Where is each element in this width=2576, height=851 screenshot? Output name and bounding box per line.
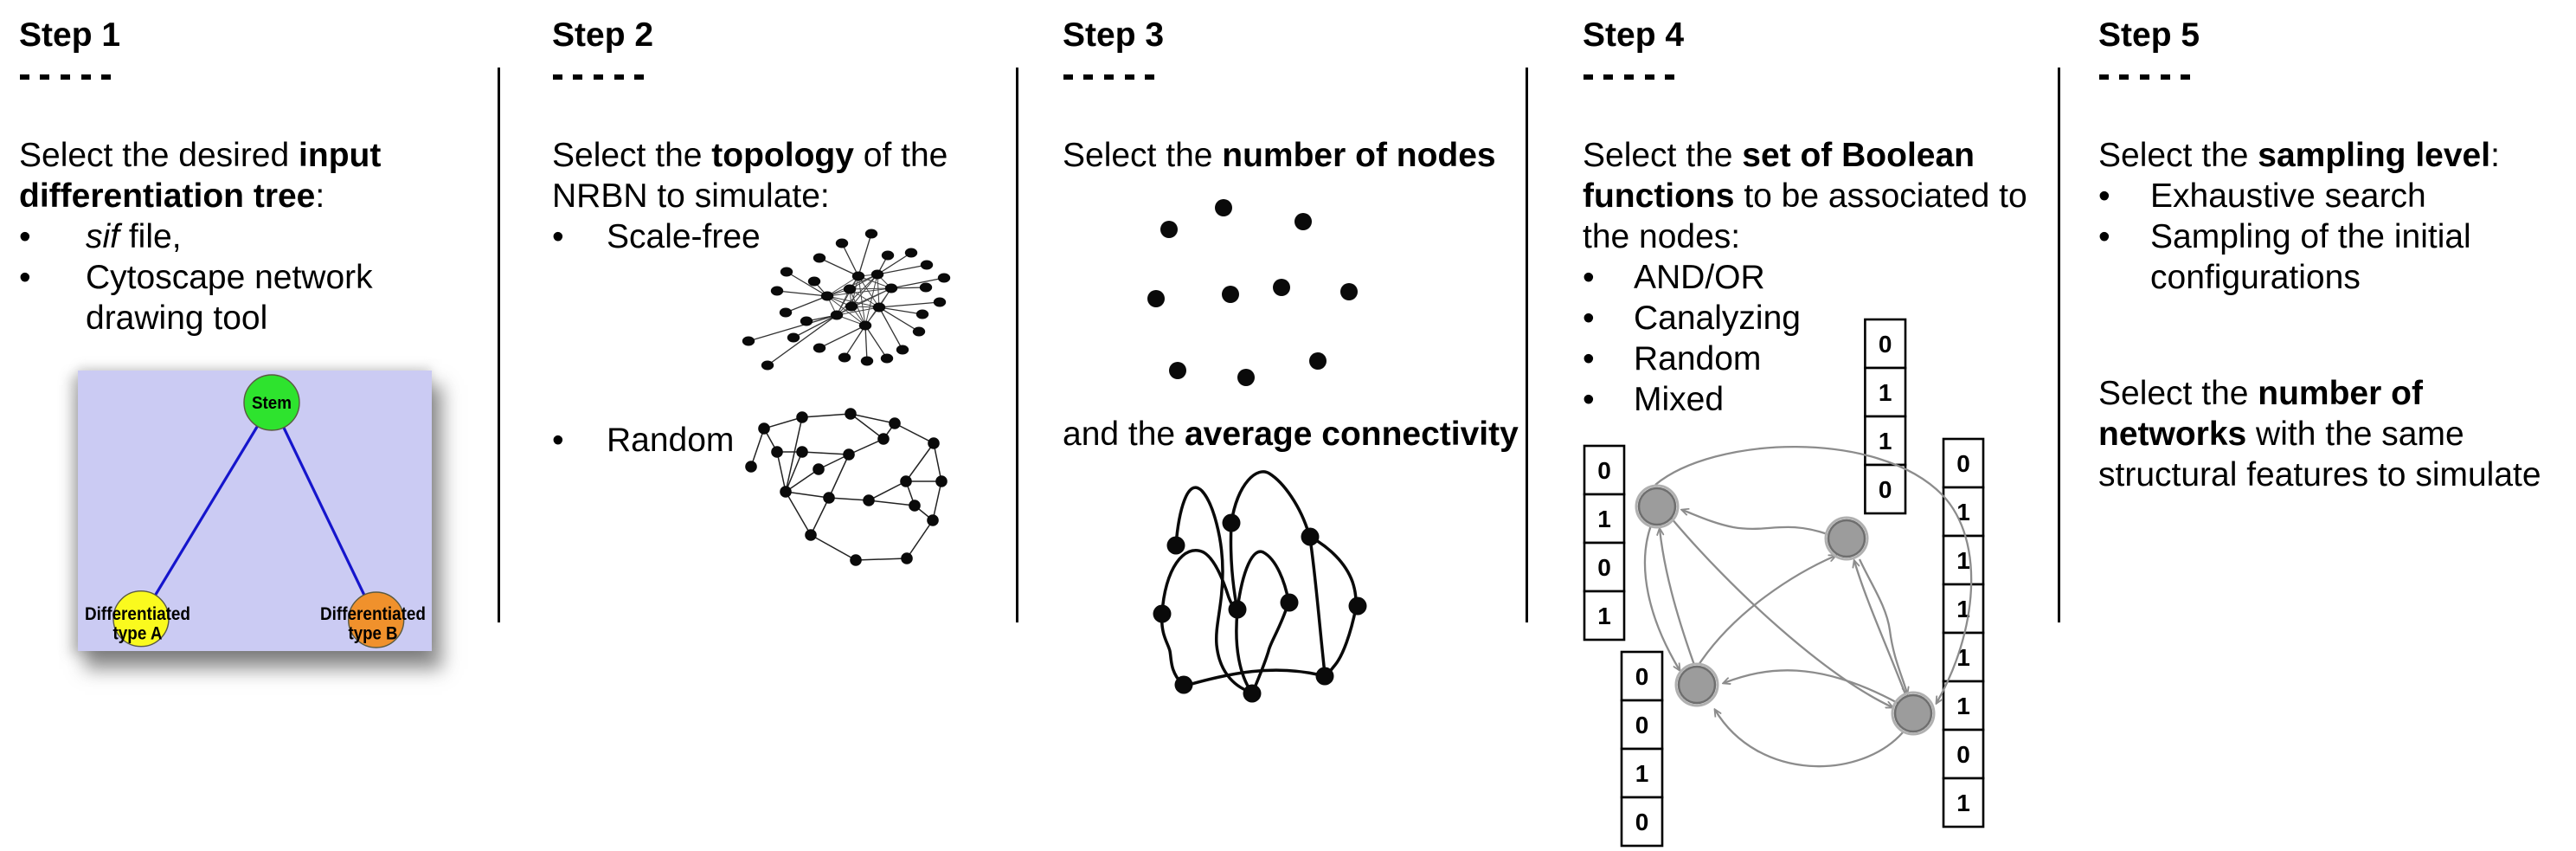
svg-text:1: 1 (1597, 603, 1611, 629)
svg-text:0: 0 (1956, 741, 1970, 768)
svg-text:0: 0 (1635, 809, 1649, 835)
svg-text:1: 1 (1879, 428, 1892, 455)
svg-text:1: 1 (1879, 379, 1892, 406)
svg-text:type B: type B (349, 624, 398, 644)
svg-text:1: 1 (1597, 506, 1611, 532)
svg-text:0: 0 (1635, 663, 1649, 690)
svg-text:1: 1 (1635, 760, 1649, 787)
svg-text:1: 1 (1956, 644, 1970, 671)
svg-text:1: 1 (1956, 596, 1970, 622)
svg-text:0: 0 (1879, 331, 1892, 358)
svg-text:0: 0 (1956, 450, 1970, 477)
svg-text:1: 1 (1956, 547, 1970, 574)
svg-text:0: 0 (1879, 476, 1892, 503)
svg-text:1: 1 (1956, 693, 1970, 719)
svg-text:0: 0 (1597, 457, 1611, 484)
svg-text:1: 1 (1956, 499, 1970, 525)
svg-text:type A: type A (113, 624, 163, 644)
svg-text:Differentiated: Differentiated (320, 604, 426, 624)
svg-text:0: 0 (1597, 554, 1611, 581)
svg-text:0: 0 (1635, 712, 1649, 738)
svg-text:Differentiated: Differentiated (85, 604, 190, 624)
svg-text:1: 1 (1956, 790, 1970, 816)
svg-text:Stem: Stem (252, 394, 292, 413)
